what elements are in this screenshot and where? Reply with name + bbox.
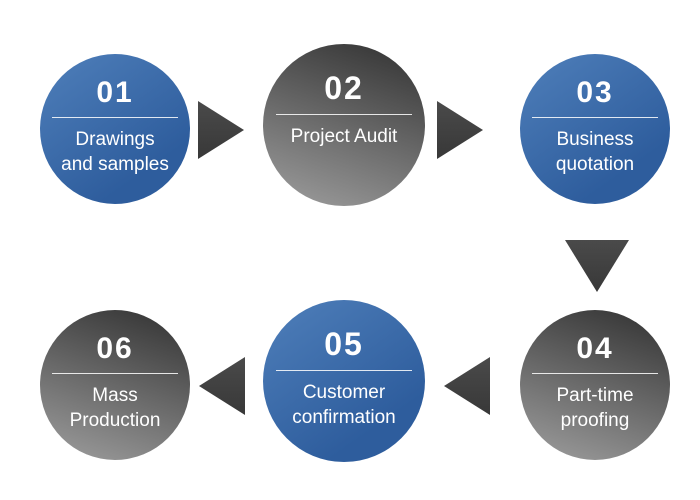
- step-number: 01: [96, 76, 134, 109]
- step-label: Mass Production: [69, 385, 161, 432]
- step-circle-04: 04 Part-time proofing: [520, 310, 670, 460]
- divider-line: [532, 117, 658, 118]
- step-number: 04: [576, 332, 614, 365]
- arrow-left-icon: [199, 357, 245, 415]
- step-label: Project Audit: [290, 126, 398, 148]
- step-circle-05: 05 Customer confirmation: [263, 300, 425, 462]
- step-number: 06: [96, 332, 134, 365]
- step-label: Business quotation: [555, 129, 635, 176]
- divider-line: [532, 373, 658, 374]
- arrow-right-icon: [198, 101, 244, 159]
- step-circle-01: 01 Drawings and samples: [40, 54, 190, 204]
- step-number: 02: [324, 70, 364, 106]
- step-number: 05: [324, 326, 364, 362]
- step-circle-02: 02 Project Audit: [263, 44, 425, 206]
- divider-line: [52, 373, 178, 374]
- arrow-left-icon: [444, 357, 490, 415]
- arrow-right-icon: [437, 101, 483, 159]
- arrow-down-icon: [565, 240, 629, 292]
- divider-line: [275, 114, 413, 116]
- step-label: Part-time proofing: [556, 385, 634, 432]
- divider-line: [52, 117, 178, 118]
- step-label: Customer confirmation: [292, 382, 396, 429]
- step-number: 03: [576, 76, 614, 109]
- step-circle-03: 03 Business quotation: [520, 54, 670, 204]
- step-circle-06: 06 Mass Production: [40, 310, 190, 460]
- step-label: Drawings and samples: [61, 129, 169, 176]
- divider-line: [275, 370, 413, 372]
